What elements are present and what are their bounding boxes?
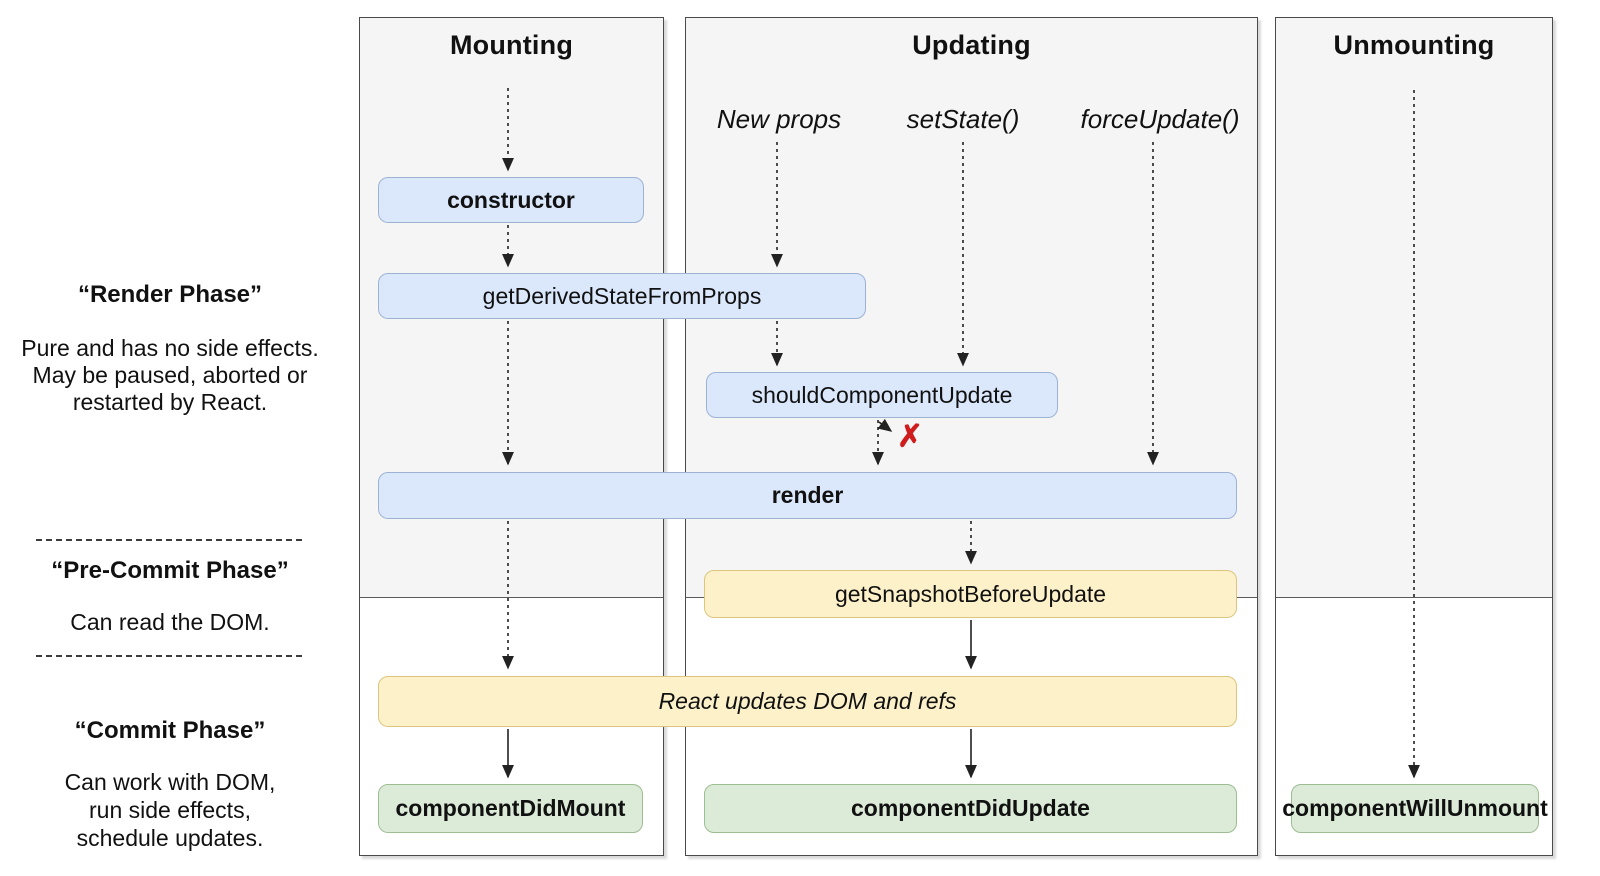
box-component-did-update: componentDidUpdate <box>704 784 1237 833</box>
box-render: render <box>378 472 1237 519</box>
box-should-component-update: shouldComponentUpdate <box>706 372 1058 418</box>
box-get-snapshot-before-update: getSnapshotBeforeUpdate <box>704 570 1237 618</box>
trigger-new-props: New props <box>716 104 842 134</box>
box-get-derived-state-from-props: getDerivedStateFromProps <box>378 273 866 319</box>
box-constructor: constructor <box>378 177 644 223</box>
column-title-unmounting: Unmounting <box>1333 30 1495 60</box>
render-phase-title: “Render Phase” <box>77 281 263 308</box>
pre-commit-phase-description: Can read the DOM. <box>70 609 270 635</box>
updating-flow-arrows <box>770 142 1160 779</box>
column-title-updating: Updating <box>912 30 1031 60</box>
box-component-did-mount: componentDidMount <box>378 784 643 833</box>
phase-divider <box>36 655 302 657</box>
commit-phase-title: “Commit Phase” <box>74 717 266 744</box>
box-component-will-unmount: componentWillUnmount <box>1282 784 1548 833</box>
reject-x-icon: ✗ <box>897 418 923 454</box>
render-phase-description: Pure and has no side effects. May be pau… <box>21 335 319 415</box>
trigger-set-state: setState() <box>906 104 1020 134</box>
pre-commit-phase-title: “Pre-Commit Phase” <box>51 557 289 584</box>
column-unmounting <box>1275 17 1553 856</box>
column-title-mounting: Mounting <box>449 30 574 60</box>
phase-divider <box>36 539 302 541</box>
trigger-force-update: forceUpdate() <box>1080 104 1240 134</box>
box-react-updates-dom-and-refs: React updates DOM and refs <box>378 676 1237 727</box>
commit-phase-description: Can work with DOM, run side effects, sch… <box>64 769 276 851</box>
